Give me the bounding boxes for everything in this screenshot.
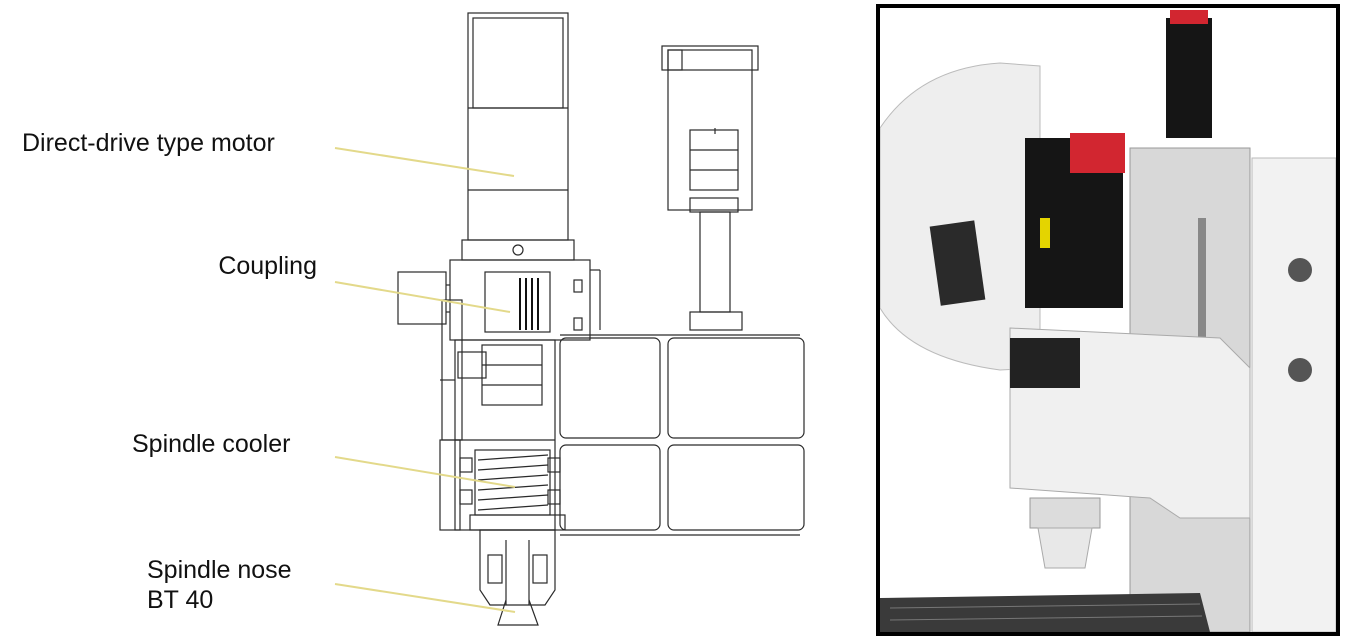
ball-screw: [1198, 218, 1206, 358]
label-spindle-nose-line2: BT 40: [147, 586, 214, 614]
machine-illustration: [880, 8, 1336, 632]
leader-line-coupling: [334, 281, 511, 313]
motor-housing: [467, 12, 569, 241]
machine-photo: [876, 4, 1340, 636]
column-box-1: [559, 337, 661, 439]
spindle-body: [454, 339, 556, 531]
motor-top-cap: [472, 17, 564, 109]
spindle-nose-shape: [479, 529, 556, 606]
leader-line-nose: [334, 583, 516, 613]
column-box-4: [667, 444, 805, 531]
leader-line-motor: [334, 147, 515, 177]
label-direct-drive-motor: Direct-drive type motor: [22, 129, 275, 157]
photo-spindle-nose: [1029, 497, 1101, 529]
work-table: [880, 593, 1210, 632]
label-coupling: Coupling: [218, 252, 317, 280]
tool-changer-drum: [880, 62, 1041, 371]
servo-motor: [667, 49, 753, 211]
spindle-cross-section-drawing: [334, 12, 805, 626]
column-box-3: [559, 444, 661, 531]
coupling-element: [519, 278, 539, 330]
label-spindle-nose: Spindle nose BT 40: [147, 555, 292, 615]
label-spindle-nose-line1: Spindle nose: [147, 556, 292, 584]
label-spindle-cooler: Spindle cooler: [132, 430, 291, 458]
z-axis-servo-motor: [1166, 18, 1212, 138]
column-box-2: [667, 337, 805, 439]
leader-line-cooler: [334, 456, 516, 488]
